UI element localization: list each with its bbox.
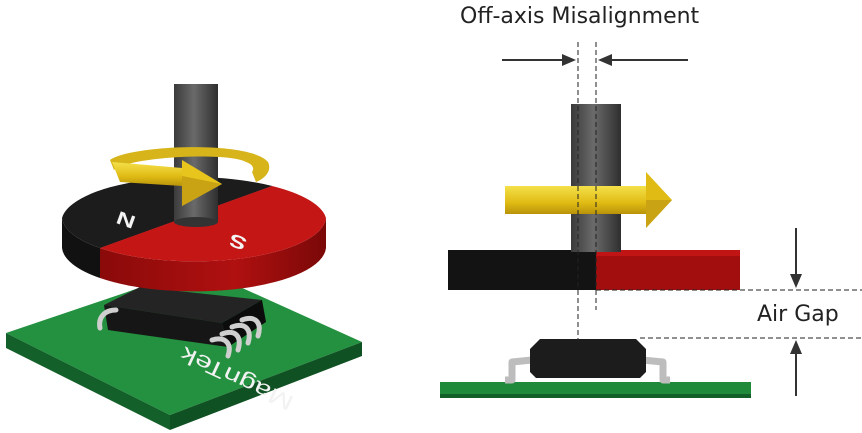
side-view xyxy=(440,42,862,398)
pcb-board-3d xyxy=(6,268,362,430)
air-gap-arrows xyxy=(790,228,802,396)
chip-pins-side xyxy=(505,356,670,384)
magnet-side xyxy=(448,250,740,290)
magnet-south-label: S xyxy=(226,229,249,254)
pcb-board-side xyxy=(440,382,751,398)
rotation-arrow-side xyxy=(505,172,672,228)
perspective-view: MagnTek N S xyxy=(6,84,362,430)
chip-pins-3d xyxy=(97,307,262,359)
alignment-axes xyxy=(577,42,862,342)
air-gap-label: Air Gap xyxy=(757,302,839,327)
sensor-chip-side xyxy=(530,339,646,378)
misalignment-label: Off-axis Misalignment xyxy=(460,4,700,29)
misalignment-arrows xyxy=(502,54,688,66)
rotation-arrow-3d xyxy=(110,147,270,206)
